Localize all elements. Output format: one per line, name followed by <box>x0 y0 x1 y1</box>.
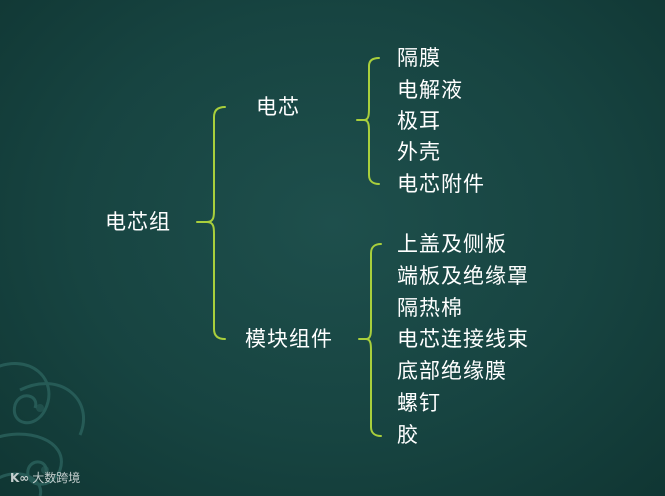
leaf-node: 螺钉 <box>397 391 441 415</box>
leaf-node: 底部绝缘膜 <box>397 359 507 383</box>
leaf-node: 上盖及侧板 <box>397 232 507 256</box>
branch-node-module: 模块组件 <box>245 327 333 351</box>
leaf-node: 电芯附件 <box>397 172 485 196</box>
watermark-logo-icon: K∞ <box>10 471 30 485</box>
root-node: 电芯组 <box>105 210 171 234</box>
leaf-node: 外壳 <box>397 140 441 164</box>
root-bracket <box>196 106 226 340</box>
leaf-node: 隔热棉 <box>397 296 463 320</box>
leaf-node: 胶 <box>397 423 419 447</box>
leaf-node: 隔膜 <box>397 46 441 70</box>
leaf-node: 极耳 <box>397 109 441 133</box>
leaf-node: 端板及绝缘罩 <box>397 264 529 288</box>
watermark: K∞大数跨境 <box>10 470 80 486</box>
watermark-text: 大数跨境 <box>32 471 81 485</box>
branch-bracket-module <box>358 243 382 437</box>
leaf-node: 电解液 <box>397 78 463 102</box>
branch-node-cell: 电芯 <box>256 95 300 119</box>
branch-bracket-cell <box>356 57 380 185</box>
swirl-ornament-icon <box>0 362 86 496</box>
leaf-node: 电芯连接线束 <box>397 327 529 351</box>
